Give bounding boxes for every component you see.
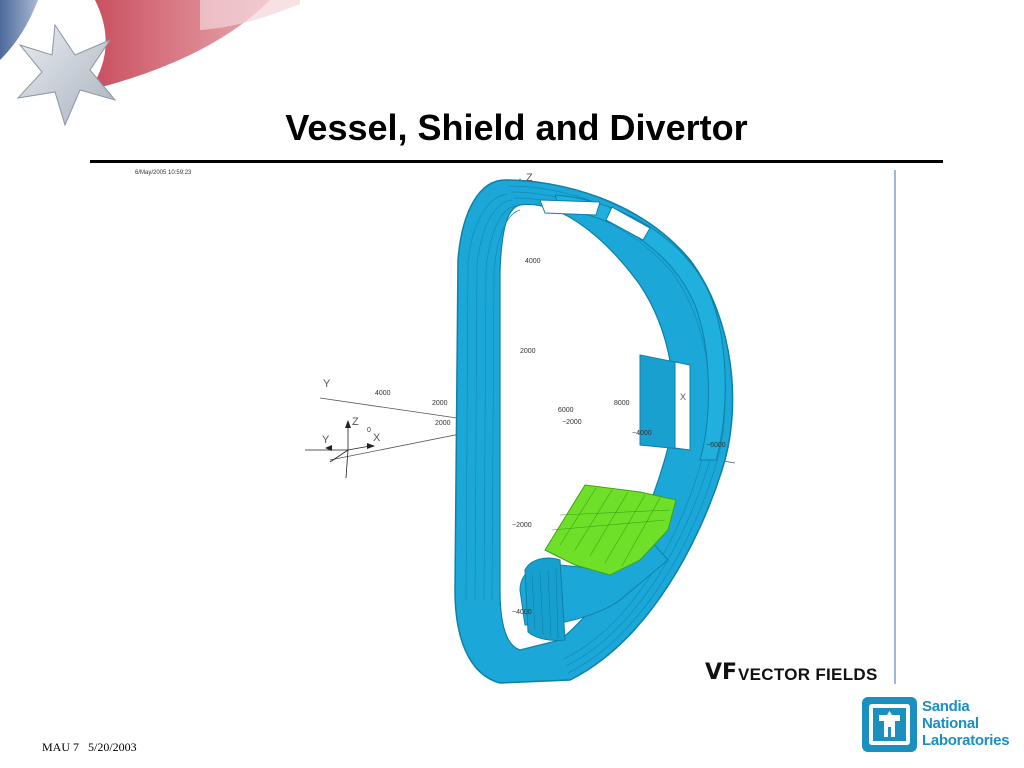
slide-title: Vessel, Shield and Divertor: [285, 107, 748, 148]
sandia-logo: Sandia National Laboratories: [862, 697, 1010, 755]
triad-x-label: X: [373, 432, 381, 444]
x-axis-label: X: [680, 392, 686, 402]
x-tick-6000: 6000: [558, 407, 574, 414]
z-tick-2000: 2000: [520, 348, 536, 355]
origin-label: 0: [367, 427, 371, 434]
title-divider: [90, 160, 943, 163]
vf-mark-icon: VF: [705, 660, 738, 685]
y-tick-4000: 4000: [375, 390, 391, 397]
corner-flag-star-graphic: [0, 0, 300, 127]
x-tick-neg4000: −4000: [632, 430, 652, 437]
footer-date: 5/20/2003: [88, 740, 137, 754]
vessel-model-figure: Z 4000 2000 −2000 −4000 Y 4000 2000 2000…: [305, 170, 896, 684]
z-axis-label: Z: [526, 172, 533, 184]
z-tick-4000: 4000: [525, 258, 541, 265]
triad-y-label: Y: [322, 434, 330, 446]
star-icon: [16, 23, 117, 127]
divertor-assembly: [519, 484, 677, 641]
z-tick-neg4000: −4000: [512, 609, 532, 616]
y-tick-2000-lower: 2000: [435, 420, 451, 427]
sandia-thunderbird-icon: [862, 697, 917, 752]
x-tick-neg2000: −2000: [562, 419, 582, 426]
footer-id: MAU 7: [42, 740, 80, 754]
vector-fields-logo: VF VECTOR FIELDS: [705, 660, 895, 685]
sandia-line1: Sandia: [922, 698, 970, 715]
sandia-line3: Laboratories: [922, 732, 1010, 749]
z-tick-neg2000: −2000: [512, 522, 532, 529]
sandia-name: Sandia National Laboratories: [922, 698, 1010, 749]
y-axis-label: Y: [323, 378, 331, 390]
x-tick-neg6000: −6000: [706, 442, 726, 449]
y-tick-2000: 2000: [432, 400, 448, 407]
orientation-triad: [305, 425, 371, 479]
sandia-line2: National: [922, 715, 979, 732]
figure-timestamp: 6/May/2005 10:59:23: [135, 170, 192, 176]
vector-fields-text: VECTOR FIELDS: [738, 665, 878, 684]
x-tick-8000: 8000: [614, 400, 630, 407]
triad-z-label: Z: [352, 416, 359, 428]
slide-footer: MAU 7 5/20/2003: [42, 740, 143, 755]
